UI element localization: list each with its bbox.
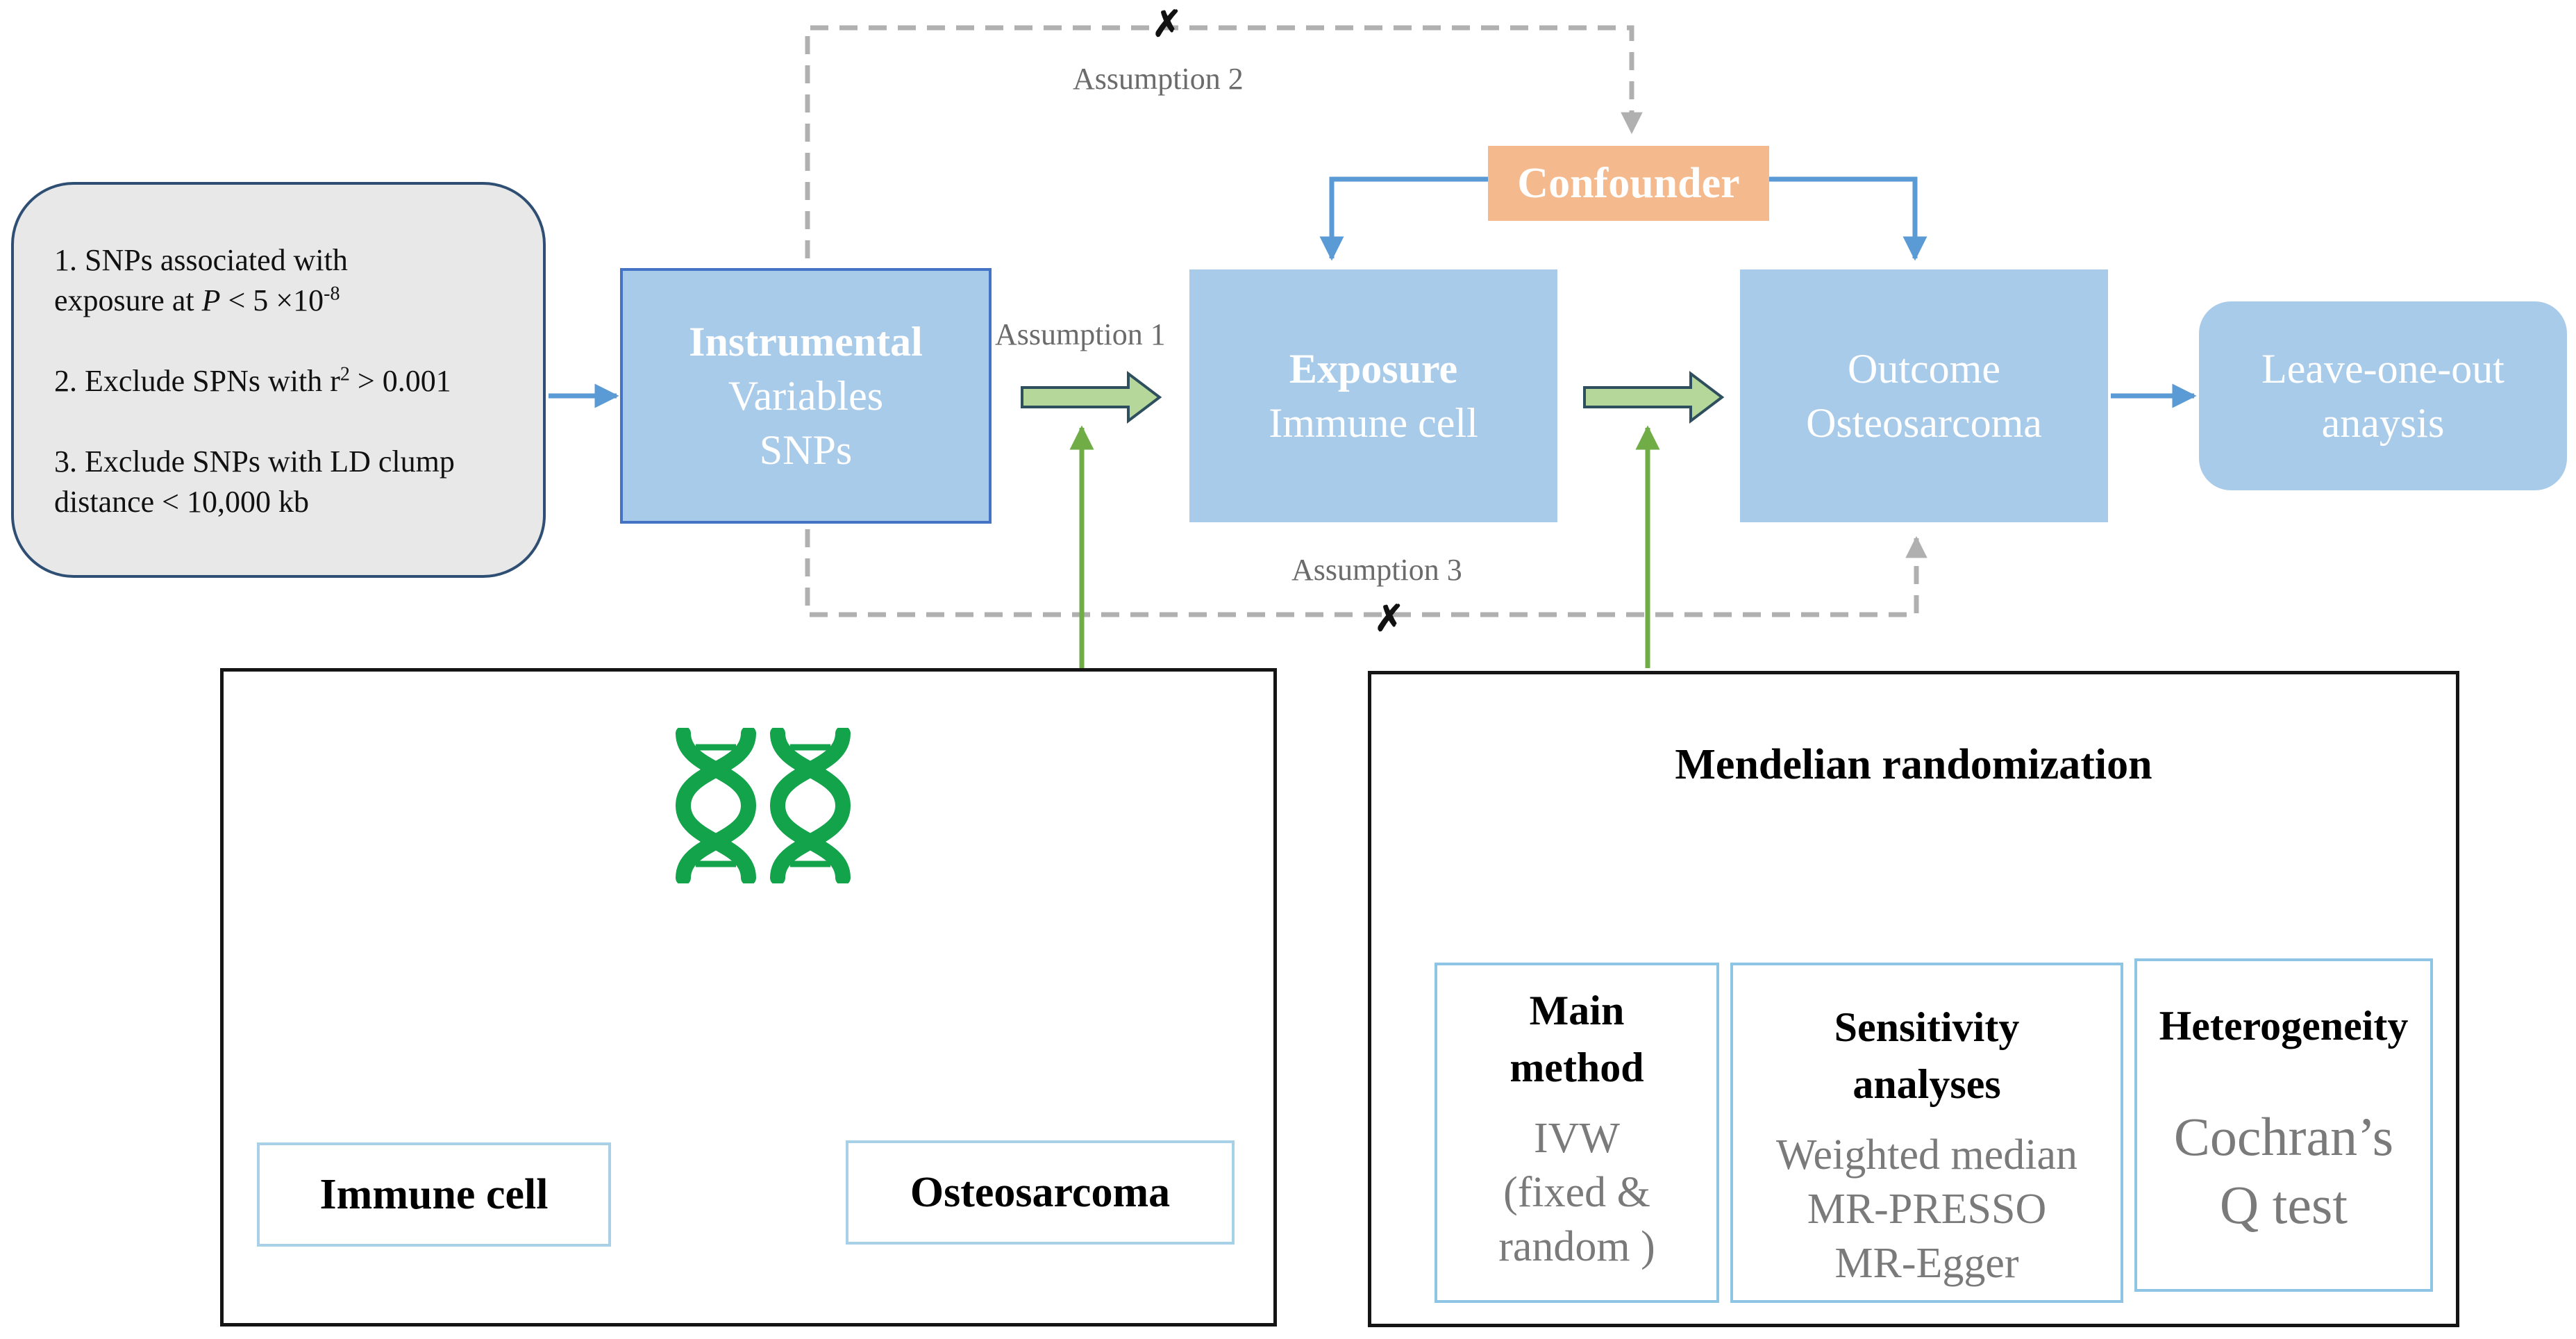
criterion-1: 1. SNPs associated with exposure at P < … xyxy=(54,243,348,317)
assumption-3-violation-mark: ✗ xyxy=(1374,599,1405,639)
iv-to-exposure-block-arrow xyxy=(1021,370,1162,424)
osteosarcoma-box: Osteosarcoma xyxy=(846,1140,1235,1245)
assumption-1-label: Assumption 1 xyxy=(995,317,1166,351)
exposure-to-outcome-block-arrow xyxy=(1583,370,1725,424)
immune-cell-box: Immune cell xyxy=(257,1142,611,1247)
heterogeneity-q-test: Q test xyxy=(2219,1174,2348,1235)
heterogeneity-title: Heterogeneity xyxy=(2159,1003,2409,1049)
main-method-ivw: IVW xyxy=(1534,1115,1620,1162)
assumption-2-dashed-path xyxy=(805,25,1643,258)
confounder-to-exposure-arrow xyxy=(1319,176,1488,261)
confounder-to-outcome-arrow xyxy=(1769,176,1927,261)
criterion-3: 3. Exclude SNPs with LD clump distance <… xyxy=(54,444,455,519)
main-method-fixed: (fixed & xyxy=(1503,1169,1650,1216)
instrumental-line3: SNPs xyxy=(759,427,853,473)
exposure-title: Exposure xyxy=(1289,346,1458,392)
assumption-2-violation-mark: ✗ xyxy=(1152,5,1182,44)
sensitivity-weighted-median: Weighted median xyxy=(1775,1131,2078,1179)
assumption-3-label: Assumption 3 xyxy=(1291,553,1462,587)
instrumental-variables-box: Instrumental Variables SNPs xyxy=(620,268,992,524)
instrumental-title: Instrumental xyxy=(689,319,923,365)
main-method-box: Main method IVW (fixed & random ) xyxy=(1435,963,1719,1303)
sensitivity-analyses-box: Sensitivity analyses Weighted median MR-… xyxy=(1730,963,2123,1303)
main-method-random: random ) xyxy=(1498,1223,1655,1270)
instrumental-line2: Variables xyxy=(728,373,884,419)
criterion-2: 2. Exclude SPNs with r2 > 0.001 xyxy=(54,363,451,398)
outcome-title: Outcome xyxy=(1848,346,2000,392)
mr-title: Mendelian randomization xyxy=(1675,741,2152,788)
sensitivity-mr-presso: MR-PRESSO xyxy=(1807,1186,2047,1233)
dna-icon xyxy=(675,728,851,883)
loo-line1: Leave-one-out xyxy=(2261,346,2504,392)
leave-one-out-box: Leave-one-out anaysis xyxy=(2199,301,2567,490)
sensitivity-title-line2: analyses xyxy=(1852,1061,2001,1107)
assumption-2-label: Assumption 2 xyxy=(1073,62,1244,96)
main-method-title-line1: Main xyxy=(1529,988,1625,1033)
sensitivity-mr-egger: MR-Egger xyxy=(1834,1240,2019,1287)
heterogeneity-box: Heterogeneity Cochran’s Q test xyxy=(2134,958,2433,1292)
exposure-box: Exposure Immune cell xyxy=(1189,269,1557,522)
sensitivity-title-line1: Sensitivity xyxy=(1834,1004,2020,1050)
main-method-title-line2: method xyxy=(1509,1045,1644,1090)
exposure-subtitle: Immune cell xyxy=(1269,400,1478,446)
snp-selection-criteria-box: 1. SNPs associated with exposure at P < … xyxy=(11,182,546,578)
loo-line2: anaysis xyxy=(2321,400,2445,446)
heterogeneity-cochran: Cochran’s xyxy=(2173,1106,2394,1167)
outcome-subtitle: Osteosarcoma xyxy=(1806,400,2042,446)
outcome-box: Outcome Osteosarcoma xyxy=(1740,269,2108,522)
assumption-3-dashed-path xyxy=(805,529,1927,617)
confounder-box: Confounder xyxy=(1488,146,1769,221)
